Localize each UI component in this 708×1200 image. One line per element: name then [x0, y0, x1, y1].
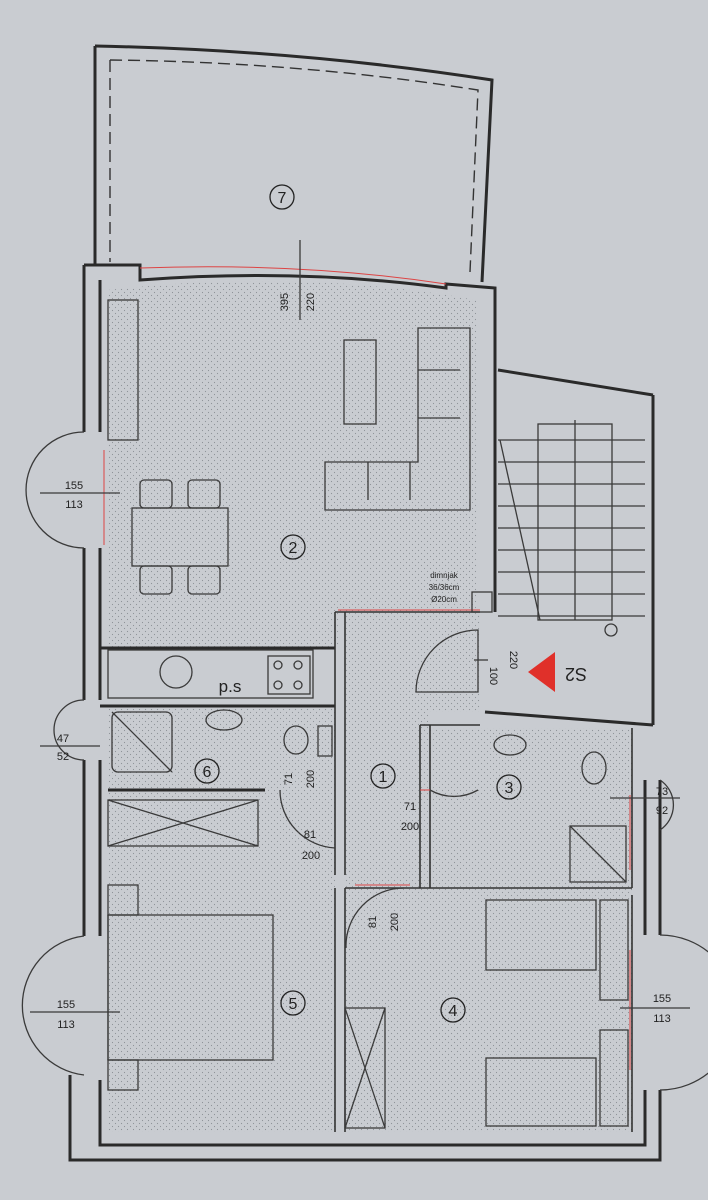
room-3-marker [496, 774, 522, 800]
dim-bed5-window-bottom: 113 [57, 1019, 75, 1031]
room-5-number: 5 [289, 996, 298, 1013]
room-3-number: 3 [505, 780, 514, 797]
dim-room3-window-bottom: 92 [656, 805, 668, 817]
dim-door-bath-bottom: 200 [305, 770, 317, 788]
bedroom-5-furniture [107, 884, 274, 1091]
room-1-marker [370, 763, 396, 789]
room-7-number: 7 [278, 190, 287, 207]
room-6-marker [194, 758, 220, 784]
floor-fills [108, 281, 632, 1132]
dim-door-bed5-bottom: 200 [302, 850, 320, 862]
balcony [93, 44, 494, 283]
chimney-size: 36/36cm [429, 583, 460, 592]
dim-bath-window-bottom: 52 [57, 751, 69, 763]
staircase [498, 420, 645, 637]
dim-entry-bottom: 100 [487, 667, 499, 685]
bedroom-4-furniture [344, 899, 629, 1129]
room-2-number: 2 [289, 540, 298, 557]
dim-room3-window-top: 73 [656, 786, 668, 798]
glazing-lines [103, 266, 631, 1070]
dim-living-bottom: 220 [305, 293, 317, 311]
room-5-marker [280, 990, 306, 1016]
entrance-label: S2 [565, 664, 587, 684]
chimney-title: dimnjak [430, 571, 459, 580]
dim-bed4-window-bottom: 113 [653, 1013, 671, 1025]
living-furniture [107, 299, 471, 595]
chimney-diameter: Ø20cm [431, 595, 457, 604]
dimension-lines [30, 240, 690, 1013]
dim-bath-window-top: 47 [57, 733, 69, 745]
dim-window-left-top: 155 [65, 480, 83, 492]
entrance-arrow-icon [528, 652, 555, 692]
ps-label: p.s [219, 677, 242, 696]
room-1-number: 1 [379, 769, 388, 786]
room-2-marker [280, 534, 306, 560]
dim-entry-top: 220 [507, 651, 519, 669]
dim-door-bed4-top: 81 [367, 916, 379, 928]
room-6-number: 6 [203, 764, 212, 781]
dim-door-bed5-top: 81 [304, 829, 316, 841]
bathroom-6-fixtures [107, 709, 333, 847]
room-markers: 7 2 1 3 4 5 6 [194, 184, 522, 1023]
annotation-labels: dimnjak 36/36cm Ø20cm p.s S2 [219, 571, 587, 696]
dim-living-top: 395 [279, 293, 291, 311]
dim-bed5-window-top: 155 [57, 999, 75, 1011]
dim-door-bed4-bottom: 200 [389, 913, 401, 931]
dim-door-room3-top: 71 [404, 801, 416, 813]
room-3-fixtures [493, 734, 627, 883]
room-4-marker [440, 997, 466, 1023]
dim-door-room3-bottom: 200 [401, 821, 419, 833]
dim-door-bath-top: 71 [283, 773, 295, 785]
dimension-labels: 395 220 155 113 47 52 71 200 81 200 71 2… [57, 293, 671, 1031]
chimney [471, 591, 493, 613]
door-swings [21, 431, 708, 1091]
outer-walls [68, 263, 662, 1162]
dim-bed4-window-top: 155 [653, 993, 671, 1005]
kitchen-counter [107, 649, 314, 699]
room-7-marker [269, 184, 295, 210]
dim-window-left-bottom: 113 [65, 499, 83, 511]
room-4-number: 4 [449, 1003, 458, 1020]
